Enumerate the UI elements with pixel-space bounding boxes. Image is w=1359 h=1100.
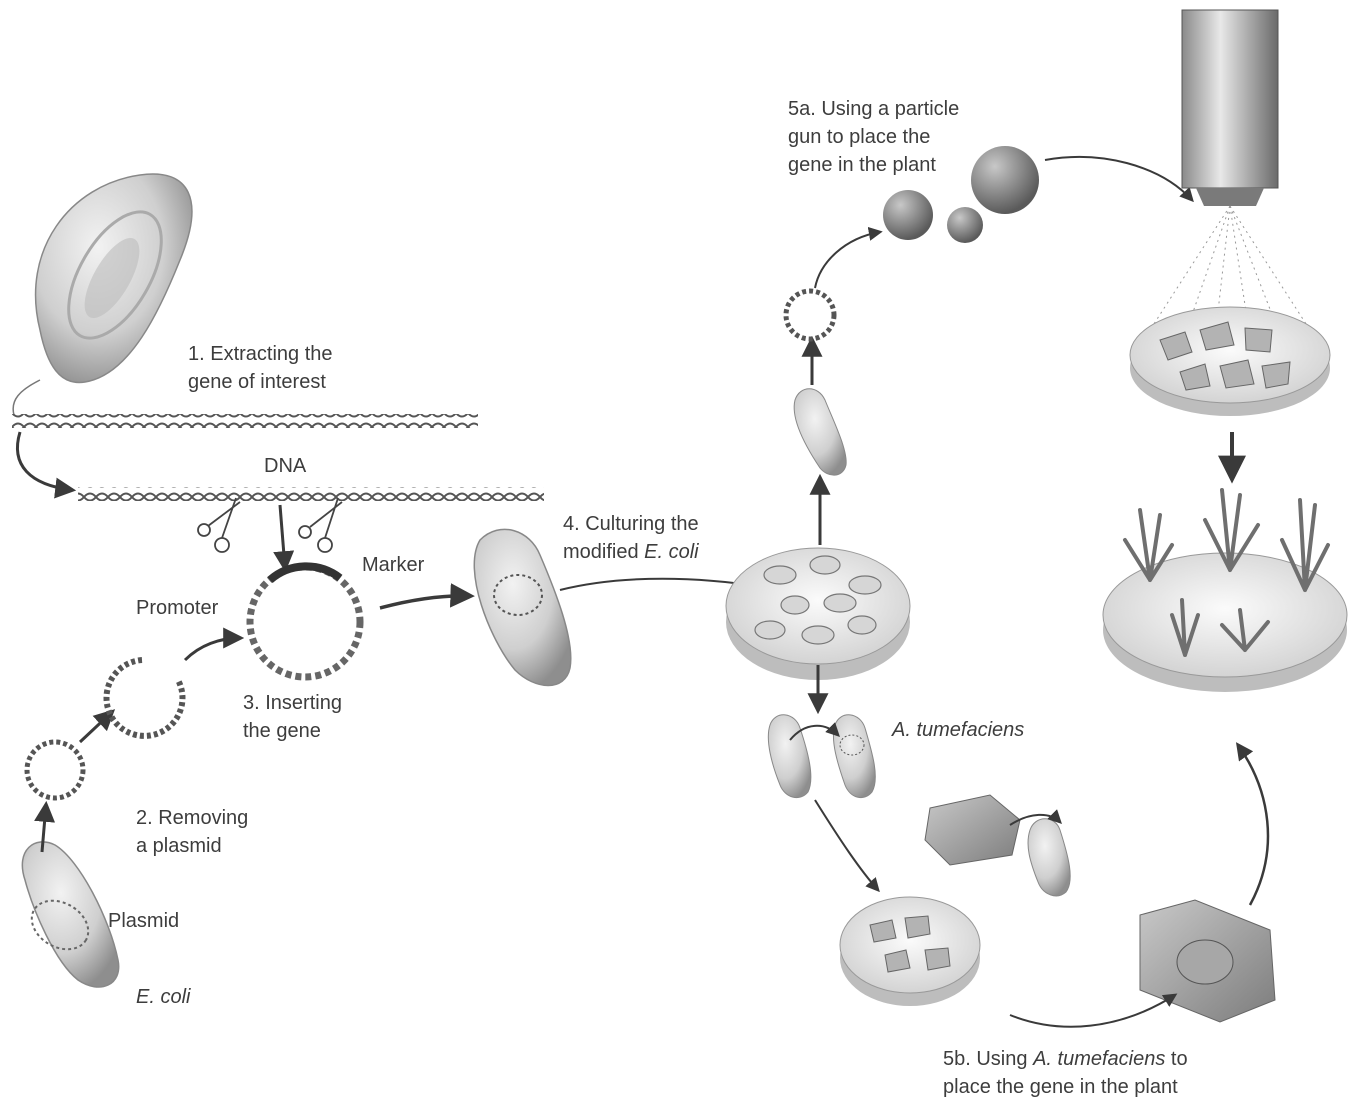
step4-line2: modified <box>563 541 644 563</box>
step5b-atumefaciens: A. tumefaciens <box>1033 1048 1165 1070</box>
particle-gun <box>1182 10 1278 206</box>
dna-strand-lower <box>78 487 544 501</box>
arrow-plantcell-to-plants <box>1238 745 1268 905</box>
infection-dish <box>840 897 980 1006</box>
arrow-to-dna <box>17 432 72 490</box>
scissors-icon <box>198 498 240 552</box>
inserted-gene-segment <box>270 566 340 580</box>
step3-line1: 3. Inserting <box>243 689 342 717</box>
step3-line2: the gene <box>243 717 342 745</box>
modified-ecoli-cell <box>474 529 571 685</box>
step5a-line1: 5a. Using a particle <box>788 95 959 123</box>
ecoli-label: E. coli <box>136 983 190 1011</box>
gold-particle <box>971 146 1039 214</box>
plant-cell-with-bacteria <box>925 795 1070 896</box>
marker-label: Marker <box>362 551 424 579</box>
source-cell <box>36 174 192 382</box>
step2-label: 2. Removing a plasmid <box>136 804 248 860</box>
arrow-ring1-to-ring2 <box>80 712 112 742</box>
step1-line2: gene of interest <box>188 368 333 396</box>
step5b-label: 5b. Using A. tumefaciens to place the ge… <box>943 1045 1188 1100</box>
arrow-to-infection-dish <box>815 800 878 890</box>
recombinant-plasmid <box>250 567 360 677</box>
step4-line1: 4. Culturing the <box>563 510 699 538</box>
plasmid-ring <box>27 742 83 798</box>
arrow-particles-to-gun <box>1045 157 1192 200</box>
step5b-line2: place the gene in the plant <box>943 1073 1188 1100</box>
culture-dish <box>726 548 910 680</box>
plasmid-label: Plasmid <box>108 907 179 935</box>
step5a-line2: gun to place the <box>788 123 959 151</box>
step2-line2: a plasmid <box>136 832 248 860</box>
step3-label: 3. Inserting the gene <box>243 689 342 745</box>
extract-connector <box>13 380 40 415</box>
opened-plasmid <box>106 660 182 736</box>
ecoli-cell <box>22 842 118 987</box>
arrow-gene-to-plasmid <box>280 505 285 568</box>
promoter-label: Promoter <box>136 594 218 622</box>
plants-dish <box>1103 490 1347 692</box>
step5a-label: 5a. Using a particle gun to place the ge… <box>788 95 959 179</box>
dna-label: DNA <box>264 452 306 480</box>
step4-label: 4. Culturing the modified E. coli <box>563 510 699 566</box>
atumefaciens-cell <box>768 715 811 798</box>
step5b-to: to <box>1165 1048 1187 1070</box>
step2-line1: 2. Removing <box>136 804 248 832</box>
arrow-plasmid-to-gold <box>815 232 880 288</box>
atumefaciens-label: A. tumefaciens <box>892 716 1024 744</box>
arrow-ring2-to-ring3 <box>185 638 240 660</box>
scissors-icon <box>299 498 342 552</box>
step1-label: 1. Extracting the gene of interest <box>188 340 333 396</box>
step5b-line1: 5b. Using <box>943 1048 1033 1070</box>
step5a-line3: gene in the plant <box>788 151 959 179</box>
step1-line1: 1. Extracting the <box>188 340 333 368</box>
ecoli-cell-5a <box>794 389 846 475</box>
plant-tissue-dish <box>1130 307 1330 416</box>
gold-particle <box>883 190 933 240</box>
gold-particle <box>947 207 983 243</box>
arrow-dish-to-plantcell <box>1010 995 1175 1027</box>
step4-ecoli: E. coli <box>644 541 698 563</box>
plasmid-ring-5a <box>786 291 834 339</box>
atumefaciens-cell <box>833 715 875 798</box>
arrow-plasmid-to-ecoli <box>380 596 470 608</box>
dna-strand-top <box>12 414 478 428</box>
